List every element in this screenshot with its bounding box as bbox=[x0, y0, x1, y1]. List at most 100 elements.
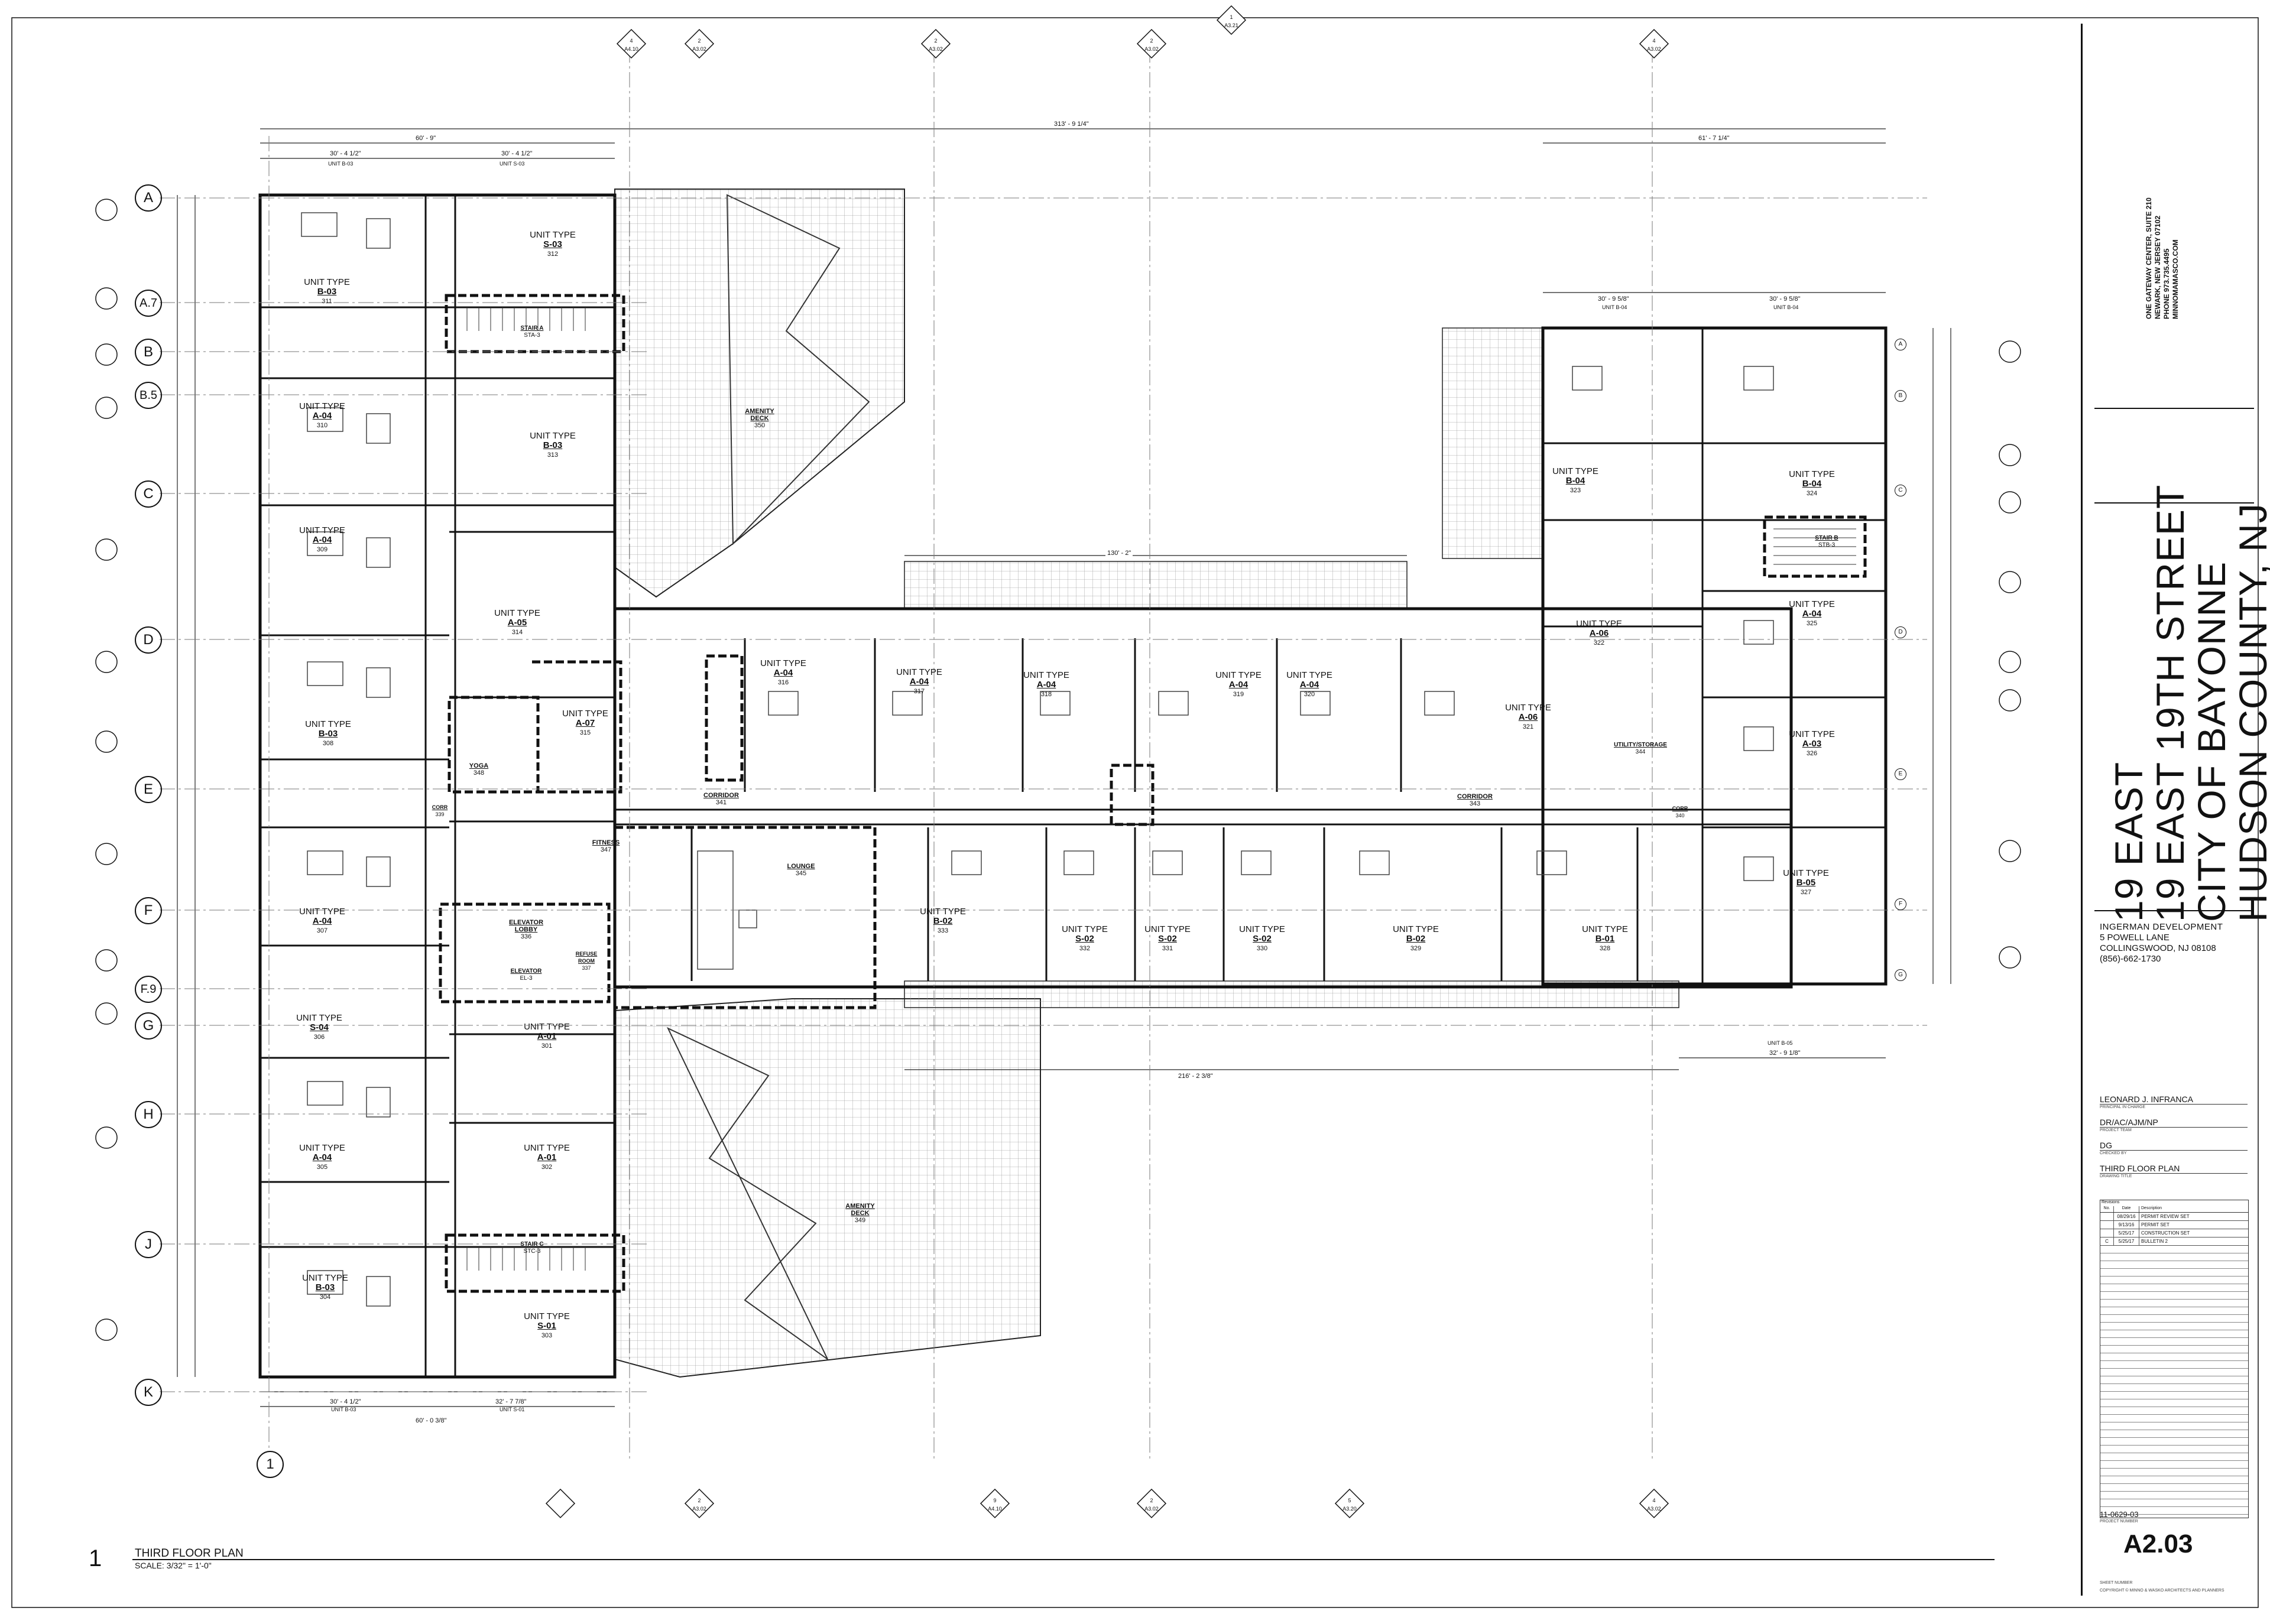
caption-underline bbox=[132, 1559, 1995, 1560]
svg-text:A4.10: A4.10 bbox=[988, 1506, 1002, 1512]
fixtures bbox=[301, 212, 1774, 1307]
dim-unit-s01-bottom: UNIT S-01 bbox=[500, 1407, 525, 1412]
grid-bubble-row: D bbox=[135, 626, 162, 654]
east-wing-partitions bbox=[1543, 328, 1886, 984]
developer-name: INGERMAN DEVELOPMENT bbox=[2100, 922, 2223, 932]
grid-bubble-row: F.9 bbox=[135, 976, 162, 1003]
center-wing bbox=[613, 607, 1793, 989]
firm-phone: PHONE 973.735.4495 bbox=[2162, 248, 2171, 319]
west-wing-partitions bbox=[260, 195, 615, 1377]
dim-south-east: 32' - 9 1/8" bbox=[1768, 1050, 1802, 1057]
dim-overall: 313' - 9 1/4" bbox=[1052, 121, 1091, 128]
dim-corridor-span: 130' - 2" bbox=[1105, 550, 1133, 557]
grid-label: A bbox=[1898, 341, 1903, 347]
west-wing bbox=[258, 193, 617, 1379]
developer-address: 5 POWELL LANE bbox=[2100, 933, 2170, 943]
dimension-lines bbox=[177, 128, 1951, 1407]
center-wing-partitions bbox=[615, 638, 1791, 981]
stair-treads bbox=[466, 307, 1856, 1271]
section-marker-labels: 4A4.10 2A3.02 2A3.02 2A3.02 1A3.21 4A3.0… bbox=[624, 14, 1661, 1512]
svg-text:2: 2 bbox=[698, 1498, 701, 1503]
revisions-title: Revisions bbox=[2102, 1200, 2120, 1204]
grid-bubble-east: F bbox=[1895, 898, 1906, 910]
dim-top-west-b: 30' - 4 1/2" bbox=[500, 150, 534, 157]
dim-unit-b04-a: UNIT B-04 bbox=[1602, 304, 1627, 310]
firm-website: MINNOMAMASCO.COM bbox=[2171, 239, 2180, 319]
grid-label: F bbox=[144, 902, 153, 918]
svg-text:A4.10: A4.10 bbox=[624, 46, 638, 52]
grid-label: 1 bbox=[266, 1456, 274, 1472]
east-wing bbox=[1541, 326, 1888, 986]
grid-label: K bbox=[143, 1384, 153, 1400]
dim-east-top-a: 30' - 9 5/8" bbox=[1596, 295, 1631, 303]
svg-text:A3.02: A3.02 bbox=[1647, 1506, 1661, 1512]
project-name: 19 EAST bbox=[2107, 761, 2151, 922]
drawing-number: 1 bbox=[89, 1545, 102, 1571]
drawing-title: THIRD FLOOR PLAN bbox=[2100, 1161, 2248, 1174]
east-terrace bbox=[1442, 327, 1543, 559]
amenity-deck-south bbox=[614, 998, 1041, 1378]
grid-label: E bbox=[143, 781, 153, 797]
firm-address-line: NEWARK, NEW JERSEY 07102 bbox=[2154, 215, 2162, 319]
project-city: CITY OF BAYONNE bbox=[2190, 561, 2233, 922]
grid-bubble-row: G bbox=[135, 1012, 162, 1040]
svg-text:A3.21: A3.21 bbox=[1224, 22, 1238, 28]
dim-unit-b03-top: UNIT B-03 bbox=[328, 161, 354, 167]
grid-bubble-row: B.5 bbox=[135, 382, 162, 409]
svg-text:5: 5 bbox=[1348, 1498, 1351, 1503]
grid-bubble-row: H bbox=[135, 1101, 162, 1128]
dim-top-west-a: 30' - 4 1/2" bbox=[328, 150, 363, 157]
copyright-notice: COPYRIGHT © MINNO & WASKO ARCHITECTS AND… bbox=[2100, 1589, 2224, 1593]
svg-text:A3.02: A3.02 bbox=[692, 46, 706, 52]
dim-bottom-west: 60' - 0 3/8" bbox=[414, 1417, 449, 1424]
rev-col-date: Date bbox=[2114, 1206, 2139, 1212]
staff-block: LEONARD J. INFRANCA PRINCIPAL IN CHARGE … bbox=[2100, 1092, 2248, 1180]
drawing-title-label: DRAWING TITLE bbox=[2100, 1174, 2132, 1178]
grid-label: F bbox=[1898, 901, 1903, 907]
svg-text:2: 2 bbox=[698, 38, 701, 44]
developer-city: COLLINGSWOOD, NJ 08108 bbox=[2100, 943, 2216, 953]
grid-bubble-row: A bbox=[135, 184, 162, 212]
firm-address-line: ONE GATEWAY CENTER, SUITE 210 bbox=[2145, 197, 2153, 319]
title-block-divider bbox=[2094, 502, 2254, 504]
dim-east-wing: 61' - 7 1/4" bbox=[1697, 135, 1731, 142]
dim-bottom-west-b: 32' - 7 7/8" bbox=[494, 1398, 528, 1405]
svg-text:A3.20: A3.20 bbox=[1342, 1506, 1357, 1512]
svg-text:4: 4 bbox=[630, 38, 633, 44]
grid-label: B bbox=[143, 344, 153, 360]
project-county: HUDSON COUNTY, NJ bbox=[2231, 503, 2270, 922]
principal-label: PRINCIPAL IN CHARGE bbox=[2100, 1105, 2146, 1109]
dim-unit-b04-b: UNIT B-04 bbox=[1773, 304, 1799, 310]
project-title: 19 EAST 19 EAST 19TH STREET CITY OF BAYO… bbox=[2107, 485, 2270, 922]
dim-unit-b05: UNIT B-05 bbox=[1768, 1040, 1793, 1046]
